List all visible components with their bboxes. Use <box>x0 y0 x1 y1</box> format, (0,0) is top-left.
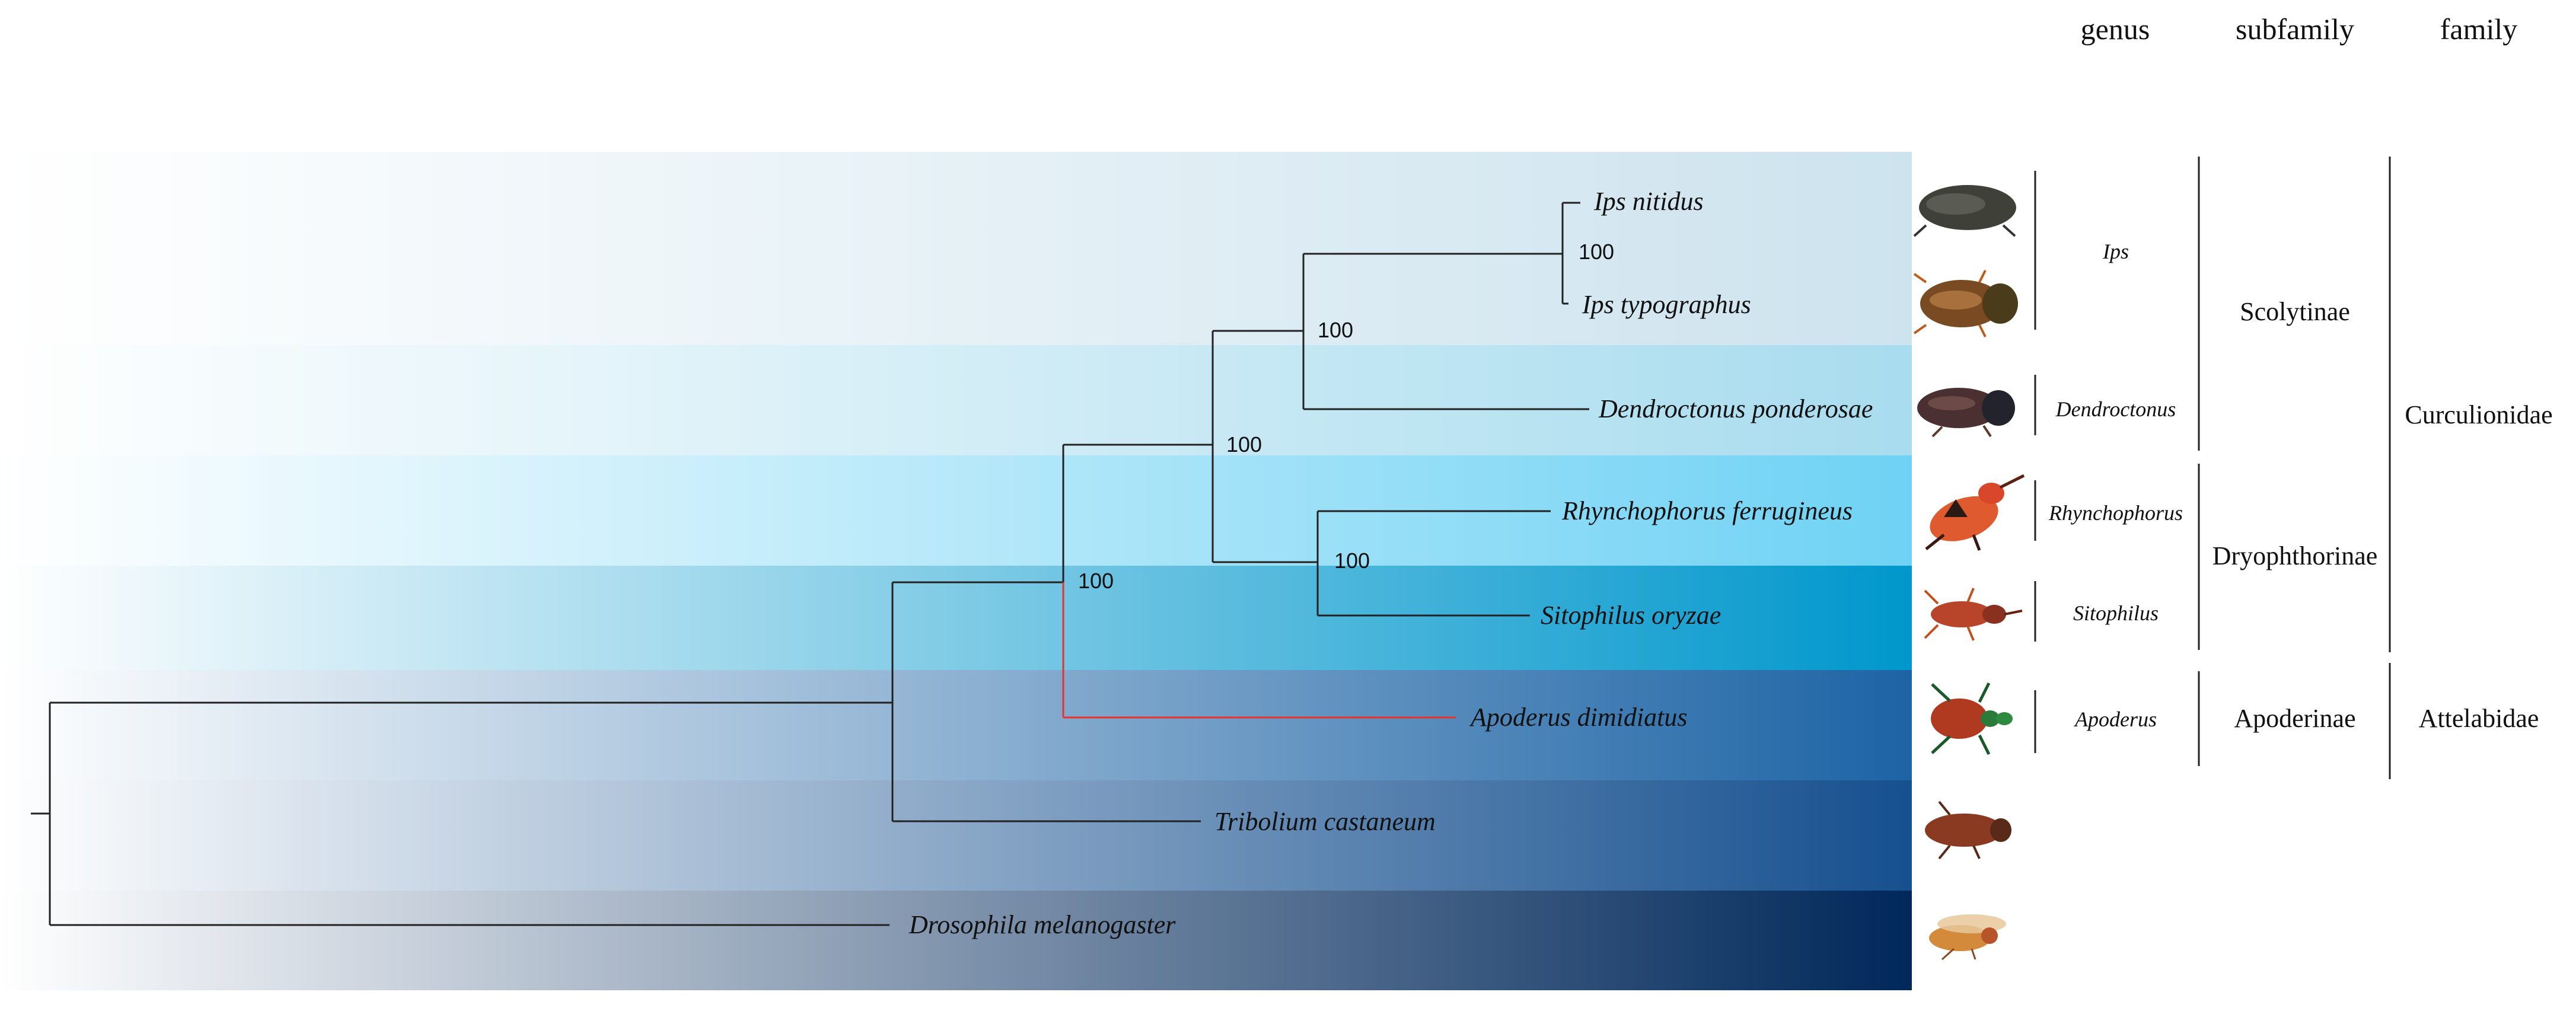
band-drosophila <box>0 891 1912 990</box>
bootstrap-curculionidae: 100 <box>1226 432 1262 457</box>
band-tribolium <box>0 780 1912 891</box>
genus-label: Ips <box>2102 240 2129 263</box>
bootstrap-values: 100 100 100 100 100 <box>1078 240 1614 593</box>
beetle-icon <box>1925 800 2011 860</box>
genus-label: Sitophilus <box>2073 601 2159 625</box>
bootstrap-ips: 100 <box>1579 240 1614 264</box>
bootstrap-scolytinae: 100 <box>1318 318 1353 342</box>
band-rhynchophorus <box>0 455 1912 566</box>
highlighted-branch-apoderus <box>1062 582 1456 719</box>
subfamily-label: Scolytinae <box>2240 297 2350 326</box>
taxon-label: Ips nitidus <box>1593 187 1704 216</box>
taxon-label: Tribolium castaneum <box>1214 807 1436 836</box>
taxon-label: Dendroctonus ponderosae <box>1598 394 1873 423</box>
band-scolytinae-ips <box>0 152 1912 345</box>
taxon-label: Drosophila melanogaster <box>908 910 1176 939</box>
genus-label: Dendroctonus <box>2055 397 2176 421</box>
tree-branches <box>31 202 1589 926</box>
beetle-icon <box>1917 388 2015 438</box>
subfamily-label: Dryophthorinae <box>2212 541 2378 570</box>
genus-label: Rhynchophorus <box>2048 501 2183 525</box>
genus-column: Ips Dendroctonus Rhynchophorus Sitophilu… <box>2034 171 2183 753</box>
header-family: family <box>2440 12 2518 46</box>
taxon-label: Apoderus dimidiatus <box>1469 703 1687 732</box>
taxon-label: Rhynchophorus ferrugineus <box>1561 496 1853 525</box>
subfamily-label: Apoderinae <box>2234 704 2355 733</box>
beetle-icon <box>1931 682 2013 755</box>
family-column: Curculionidae Attelabidae <box>2389 157 2553 779</box>
bootstrap-curculionoidea: 100 <box>1078 569 1114 593</box>
beetle-icon <box>1913 185 2016 237</box>
family-label: Attelabidae <box>2419 704 2539 733</box>
column-headers: genus subfamily family <box>2081 12 2518 46</box>
header-genus: genus <box>2081 12 2150 46</box>
beetle-icon <box>1924 588 2023 641</box>
taxon-labels: Ips nitidus Ips typographus Dendroctonus… <box>908 187 1873 939</box>
insect-images <box>1913 185 2025 961</box>
family-label: Curculionidae <box>2405 400 2552 429</box>
genus-label: Apoderus <box>2074 707 2157 731</box>
beetle-icon <box>1913 270 2018 337</box>
band-apoderus <box>0 670 1912 780</box>
subfamily-column: Scolytinae Dryophthorinae Apoderinae <box>2198 157 2378 766</box>
background-bands <box>0 152 1912 990</box>
beetle-icon <box>1925 474 2025 551</box>
band-dendroctonus <box>0 345 1912 455</box>
taxon-label: Sitophilus oryzae <box>1541 601 1721 630</box>
fly-icon <box>1929 914 2006 961</box>
taxon-label: Ips typographus <box>1582 290 1751 319</box>
header-subfamily: subfamily <box>2236 12 2354 46</box>
bootstrap-dryophthorinae: 100 <box>1334 548 1370 573</box>
